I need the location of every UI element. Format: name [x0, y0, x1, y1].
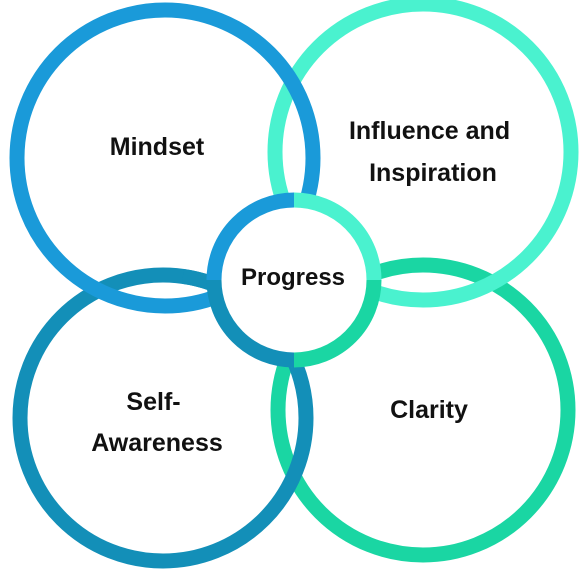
clarity-ring: [270, 257, 576, 563]
progress-label-line-1: Progress: [241, 264, 345, 291]
self-awareness-ring: [12, 267, 314, 569]
progress-fill: [214, 200, 374, 360]
influence-label-line-2: Inspiration: [369, 159, 497, 187]
progress-ring-arc-teal: [293, 192, 382, 281]
mindset-label: Mindset: [110, 133, 205, 161]
self-awareness-label-line-2: Awareness: [91, 429, 223, 457]
progress-label: Progress: [241, 264, 345, 291]
influence-ring: [267, 0, 579, 308]
clarity-label: Clarity: [390, 396, 468, 424]
mindset-label-line-1: Mindset: [110, 133, 205, 161]
progress-ring-arc-darkblue: [206, 279, 295, 368]
clarity-label-line-1: Clarity: [390, 396, 468, 424]
mindset-ring: [9, 2, 321, 314]
progress-ring-arc-blue: [206, 192, 295, 281]
progress-ring-arc-green: [293, 279, 382, 368]
influence-label: Influence and Inspiration: [349, 117, 517, 187]
self-awareness-label: Self- Awareness: [91, 388, 223, 457]
influence-label-line-1: Influence and: [349, 117, 510, 145]
self-awareness-label-line-1: Self-: [126, 388, 180, 416]
